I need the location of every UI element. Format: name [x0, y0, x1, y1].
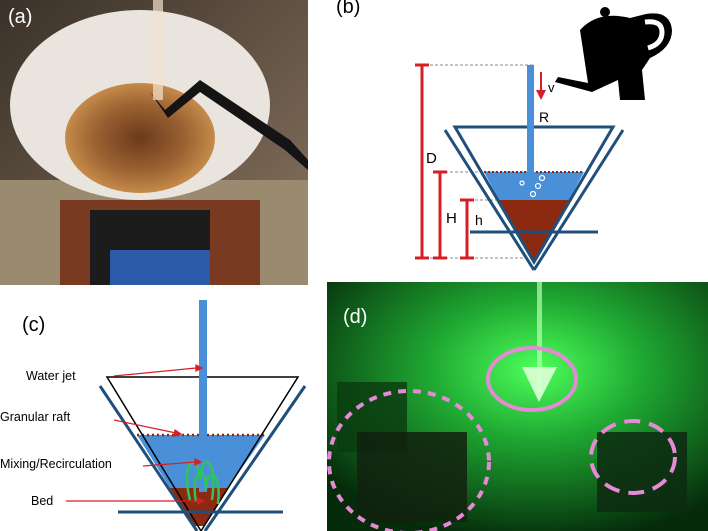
- panel-d-label: (d): [343, 306, 368, 328]
- panel-a-label: (a): [8, 6, 33, 28]
- water-stream: [153, 0, 163, 100]
- camera-rig: [357, 432, 467, 522]
- symbol-v: v: [548, 80, 555, 95]
- water-jet: [199, 300, 207, 492]
- dimension-D: [415, 63, 429, 260]
- highlight-camera: [327, 389, 491, 531]
- funnel-outer-right: [532, 129, 625, 271]
- water-region: [484, 172, 584, 200]
- label-mixing: Mixing/Recirculation: [0, 457, 112, 471]
- symbol-D: D: [426, 150, 437, 167]
- pour-over-photo: [0, 0, 308, 285]
- laser-beam: [537, 282, 542, 392]
- kettle-icon: [555, 7, 672, 100]
- symbol-R: R: [539, 109, 549, 125]
- schematic-dimensions: D H h v R (b): [330, 0, 708, 285]
- photo-pour-over: (a): [0, 0, 308, 285]
- label-water-jet: Water jet: [26, 369, 76, 383]
- symbol-H: H: [446, 210, 457, 227]
- lit-funnel: [522, 367, 557, 402]
- recirculation-loops: [185, 460, 220, 505]
- funnel-annotated: Water jet Granular raft Mixing/Recircula…: [0, 300, 307, 531]
- label-bed: Bed: [31, 494, 53, 508]
- lab-photo: (d): [327, 282, 708, 531]
- funnel-outer-left: [443, 129, 536, 271]
- funnel-schematic: D H h v R: [415, 7, 672, 271]
- coffee-bed: [65, 83, 215, 193]
- dimension-H: [433, 170, 447, 260]
- funnel-outer-right: [203, 385, 307, 531]
- highlight-equipment: [589, 419, 677, 495]
- dimension-h: [460, 198, 474, 260]
- laser-lab-photo: [327, 282, 708, 531]
- annotation-arrows: [66, 364, 206, 505]
- water-jet: [527, 65, 534, 173]
- symbol-h: h: [475, 212, 483, 228]
- highlight-funnel: [486, 346, 578, 412]
- label-granular-raft: Granular raft: [0, 410, 71, 424]
- labeled-schematic: Water jet Granular raft Mixing/Recircula…: [0, 290, 325, 531]
- velocity-arrow-head: [536, 90, 546, 100]
- carafe: [110, 250, 210, 285]
- bubbles: [519, 174, 546, 198]
- panel-b-label: (b): [336, 0, 361, 18]
- bed-region: [499, 200, 569, 260]
- funnel-outer-left: [98, 385, 199, 531]
- panel-c-label: (c): [22, 314, 46, 336]
